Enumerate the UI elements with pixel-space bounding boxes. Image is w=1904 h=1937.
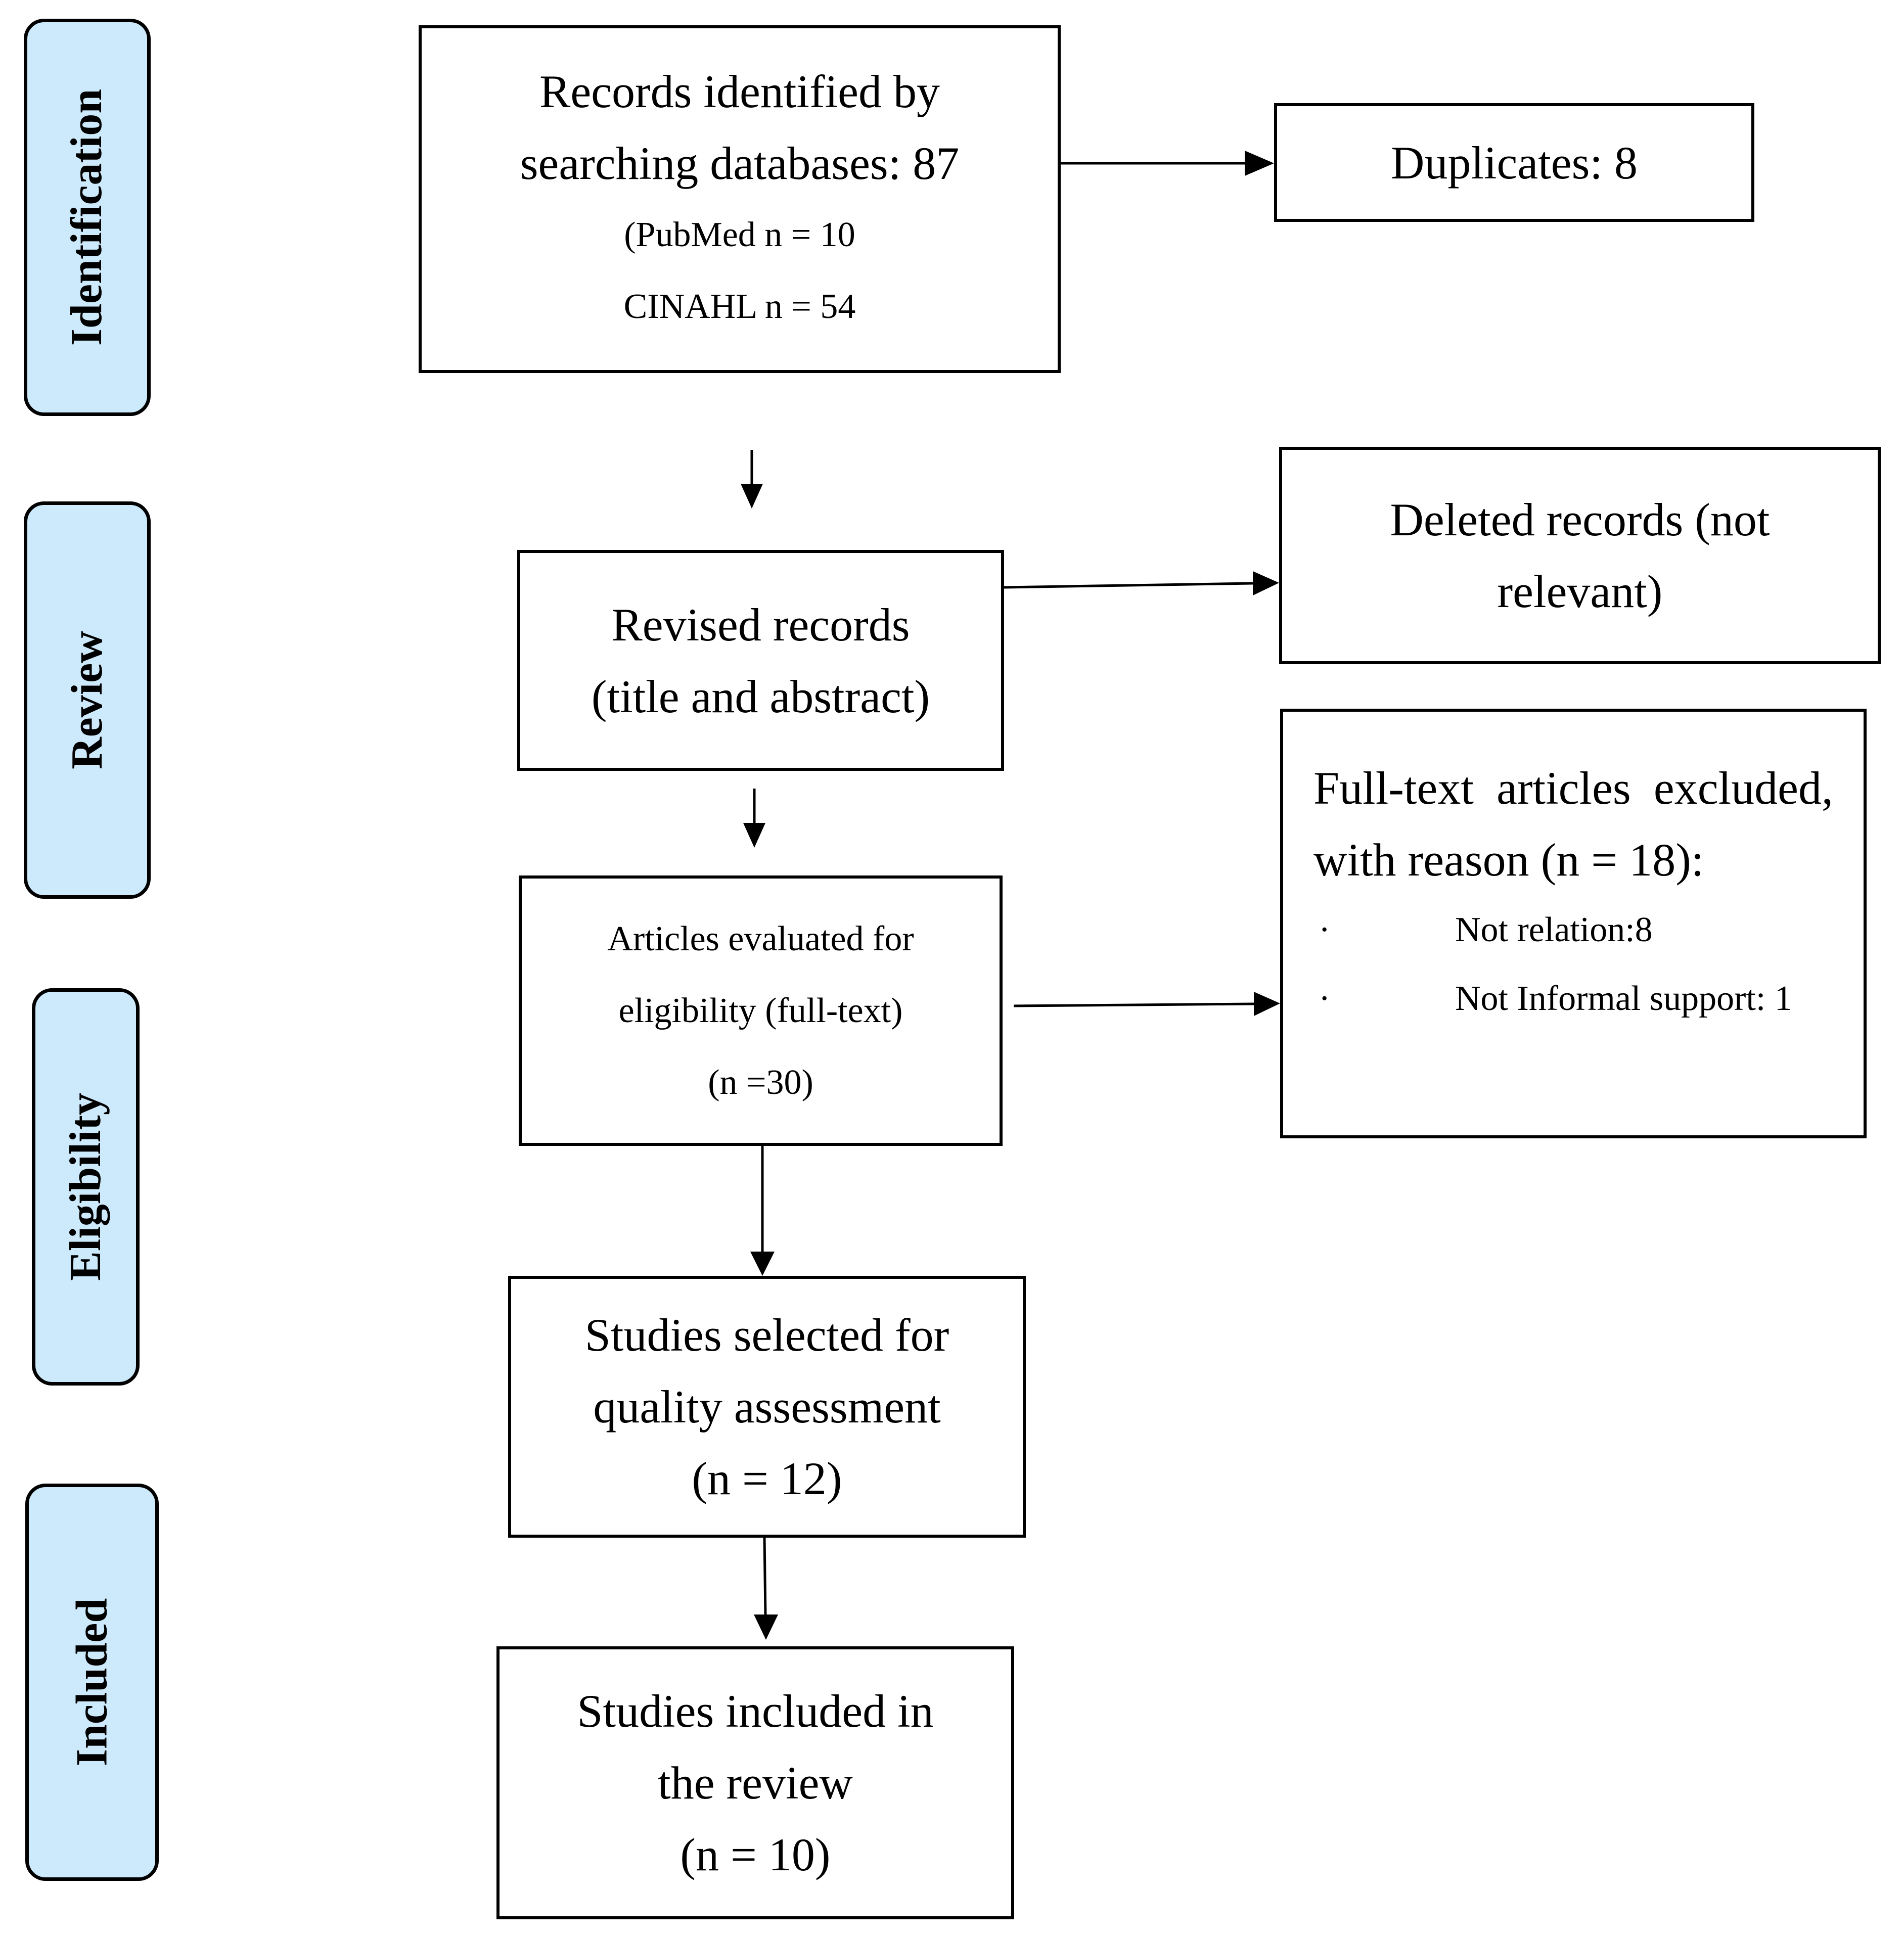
articles-evaluated-line3: (n =30) <box>708 1063 813 1102</box>
deleted-records-box: Deleted records (not relevant) <box>1279 447 1881 664</box>
arrow-to-selected-head <box>750 1252 775 1276</box>
phase-included-label: Included <box>67 1598 117 1767</box>
phase-eligibility: Eligibility <box>32 988 140 1386</box>
studies-selected-line3: (n = 12) <box>692 1453 842 1504</box>
phase-identification-label: Identification <box>62 88 112 346</box>
bullet-dot: · <box>1319 979 1331 1018</box>
records-identified-line2: searching databases: 87 <box>520 137 960 189</box>
studies-included-line2: the review <box>658 1757 853 1809</box>
exclusion-reason-text: Not Informal support: 1 <box>1455 979 1792 1018</box>
records-identified-line1: Records identified by <box>539 66 940 117</box>
articles-evaluated-box: Articles evaluated for eligibility (full… <box>519 875 1003 1146</box>
arrow-to-deleted <box>1004 582 1253 589</box>
phase-review: Review <box>24 501 151 899</box>
arrow-to-excluded <box>1013 1002 1254 1007</box>
fulltext-excluded-box: Full-text articles excluded, with reason… <box>1280 709 1867 1138</box>
revised-records-line2: (title and abstract) <box>591 670 930 722</box>
studies-included-line3: (n = 10) <box>680 1829 831 1880</box>
exclusion-reason-item: · Not Informal support: 1 <box>1313 964 1833 1033</box>
arrow-to-deleted-head <box>1253 571 1279 595</box>
phase-eligibility-label: Eligibility <box>61 1093 110 1281</box>
fulltext-excluded-text: Full-text articles excluded, with reason… <box>1313 762 1833 886</box>
arrow-to-duplicates-head <box>1245 151 1274 176</box>
studies-included-line1: Studies included in <box>577 1685 934 1737</box>
arrow-to-included <box>763 1537 767 1615</box>
exclusion-reason-text: Not relation:8 <box>1455 910 1653 949</box>
studies-selected-line2: quality assessment <box>593 1381 941 1433</box>
phase-review-label: Review <box>62 631 112 769</box>
articles-evaluated-line1: Articles evaluated for <box>607 919 914 958</box>
bullet-dot: · <box>1319 910 1331 949</box>
arrow-to-articles-head <box>743 823 765 848</box>
studies-selected-box: Studies selected for quality assessment … <box>508 1276 1026 1538</box>
articles-evaluated-line2: eligibility (full-text) <box>618 991 903 1030</box>
deleted-records-line2: relevant) <box>1497 566 1663 617</box>
arrow-to-revised-head <box>741 484 763 509</box>
studies-included-box: Studies included in the review (n = 10) <box>496 1646 1014 1919</box>
revised-records-box: Revised records (title and abstract) <box>517 550 1004 771</box>
duplicates-text: Duplicates: 8 <box>1391 136 1638 189</box>
arrow-to-included-head <box>754 1615 778 1640</box>
arrow-to-excluded-head <box>1254 992 1280 1016</box>
studies-selected-line1: Studies selected for <box>584 1309 949 1361</box>
deleted-records-line1: Deleted records (not <box>1390 494 1770 545</box>
phase-included: Included <box>25 1484 159 1881</box>
records-identified-line3: (PubMed n = 10 <box>624 215 855 254</box>
revised-records-line1: Revised records <box>611 598 910 651</box>
exclusion-reason-item: · Not relation:8 <box>1313 896 1833 964</box>
records-identified-box: Records identified by searching database… <box>419 25 1061 373</box>
phase-identification: Identification <box>24 19 151 416</box>
duplicates-box: Duplicates: 8 <box>1274 103 1754 222</box>
records-identified-line4: CINAHL n = 54 <box>623 287 856 326</box>
